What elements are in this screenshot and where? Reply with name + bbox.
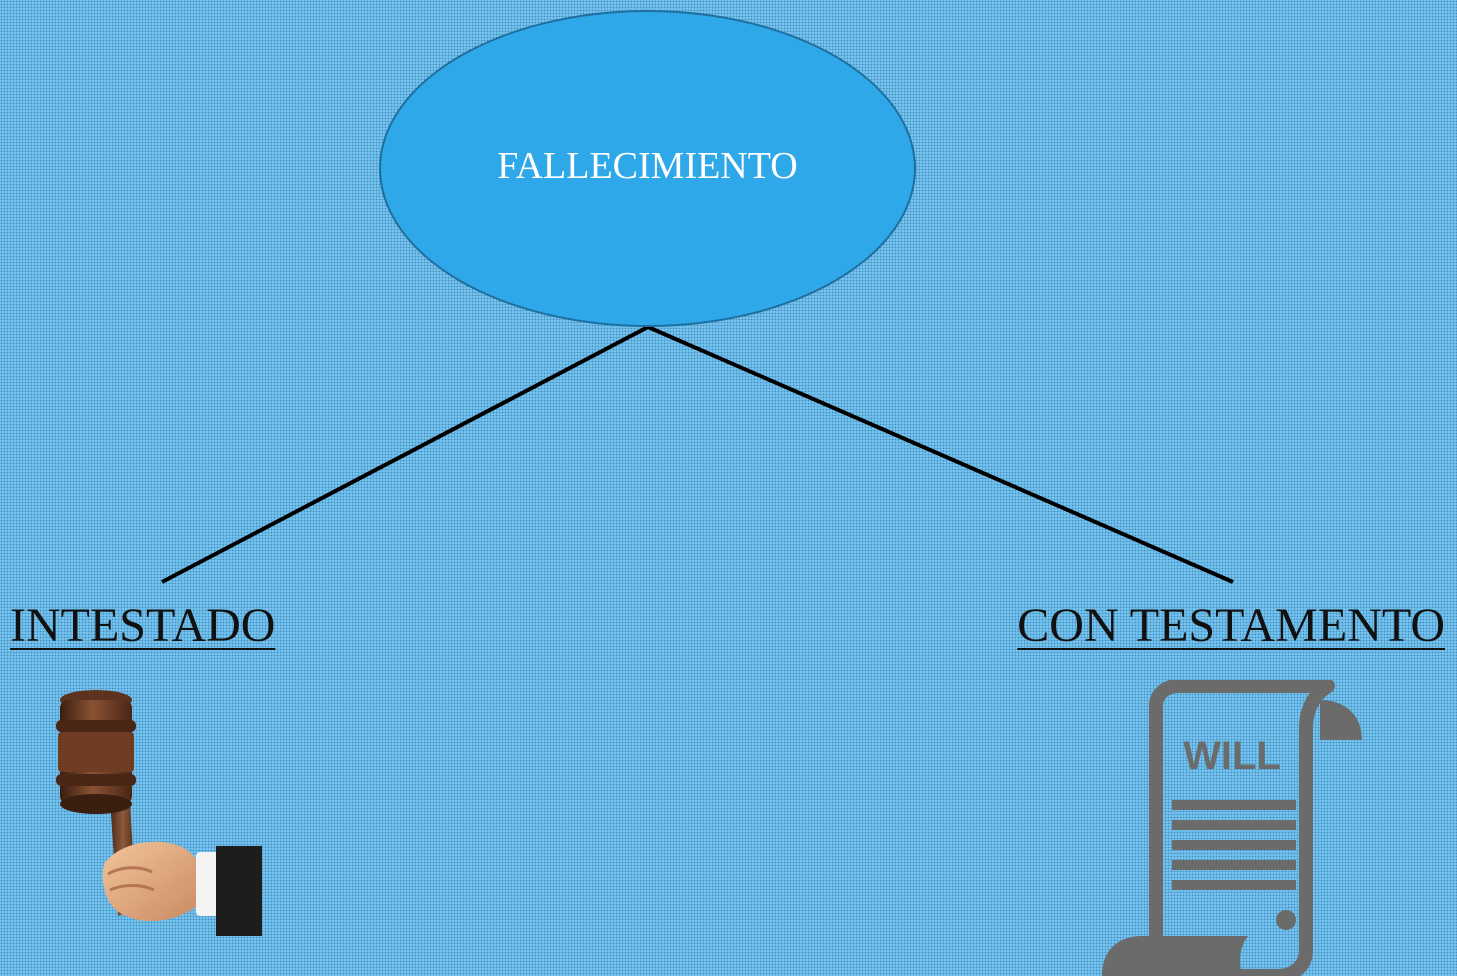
connector-line-intestado bbox=[161, 325, 649, 584]
gavel-icon bbox=[56, 690, 262, 936]
root-node-label: FALLECIMIENTO bbox=[497, 144, 798, 187]
will-icon-text: WILL bbox=[1183, 734, 1281, 778]
connector-line-con-testamento bbox=[647, 325, 1234, 584]
root-node-ellipse: FALLECIMIENTO bbox=[379, 10, 916, 327]
branch-label-intestado: INTESTADO bbox=[10, 599, 276, 652]
branch-label-con-testamento: CON TESTAMENTO bbox=[1017, 599, 1445, 652]
will-document-icon: WILL bbox=[1102, 680, 1362, 976]
